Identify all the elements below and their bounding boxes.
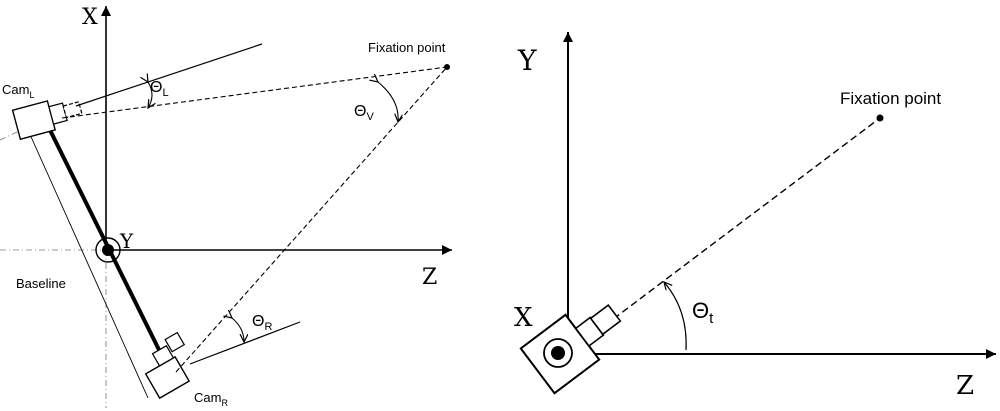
right-origin-dot: [551, 346, 565, 360]
origin-dot: [102, 244, 114, 256]
right-axis-y-label: Y: [517, 44, 537, 77]
left-axis-x-label: X: [82, 5, 98, 30]
baseline-label: Baseline: [16, 276, 66, 291]
tilt-ray-dashed: [595, 117, 881, 333]
theta-r-arc: [232, 318, 244, 342]
theta-t-label: Θt: [692, 298, 714, 327]
right-diagram: Y X Z Fixation point Θt: [514, 32, 996, 401]
cam-right-label: CamR: [194, 390, 228, 408]
left-fixation-point: [444, 64, 450, 70]
baseline-measure-line: [27, 129, 149, 399]
origin-ring: [95, 237, 121, 263]
left-diagram: X Y Z CamL CamR Baseline Fixation point …: [0, 5, 452, 408]
right-optical-axis: [189, 321, 301, 365]
right-axis-z-label: Z: [956, 371, 974, 401]
theta-l-arc: [148, 82, 152, 108]
theta-r-label: ΘR: [252, 313, 272, 333]
left-ray-dashed: [61, 66, 448, 119]
left-optical-axis: [75, 43, 263, 107]
left-fixation-label: Fixation point: [368, 40, 446, 55]
right-origin-ring: [543, 338, 573, 368]
cam-left-label: CamL: [2, 82, 34, 100]
right-ray-dashed: [175, 66, 448, 373]
left-axis-y-label: Y: [119, 229, 134, 253]
right-fixation-point: [876, 114, 884, 122]
theta-l-label: ΘL: [150, 79, 169, 99]
theta-v-label: ΘV: [354, 103, 374, 123]
right-fixation-label: Fixation point: [840, 89, 941, 108]
right-axis-x-label: X: [514, 303, 533, 333]
camera-tilted-icon: [519, 303, 622, 395]
theta-t-arc: [664, 282, 687, 351]
theta-v-arc: [378, 82, 398, 122]
left-axis-z-label: Z: [422, 265, 437, 290]
camera-right-icon: [144, 331, 191, 400]
